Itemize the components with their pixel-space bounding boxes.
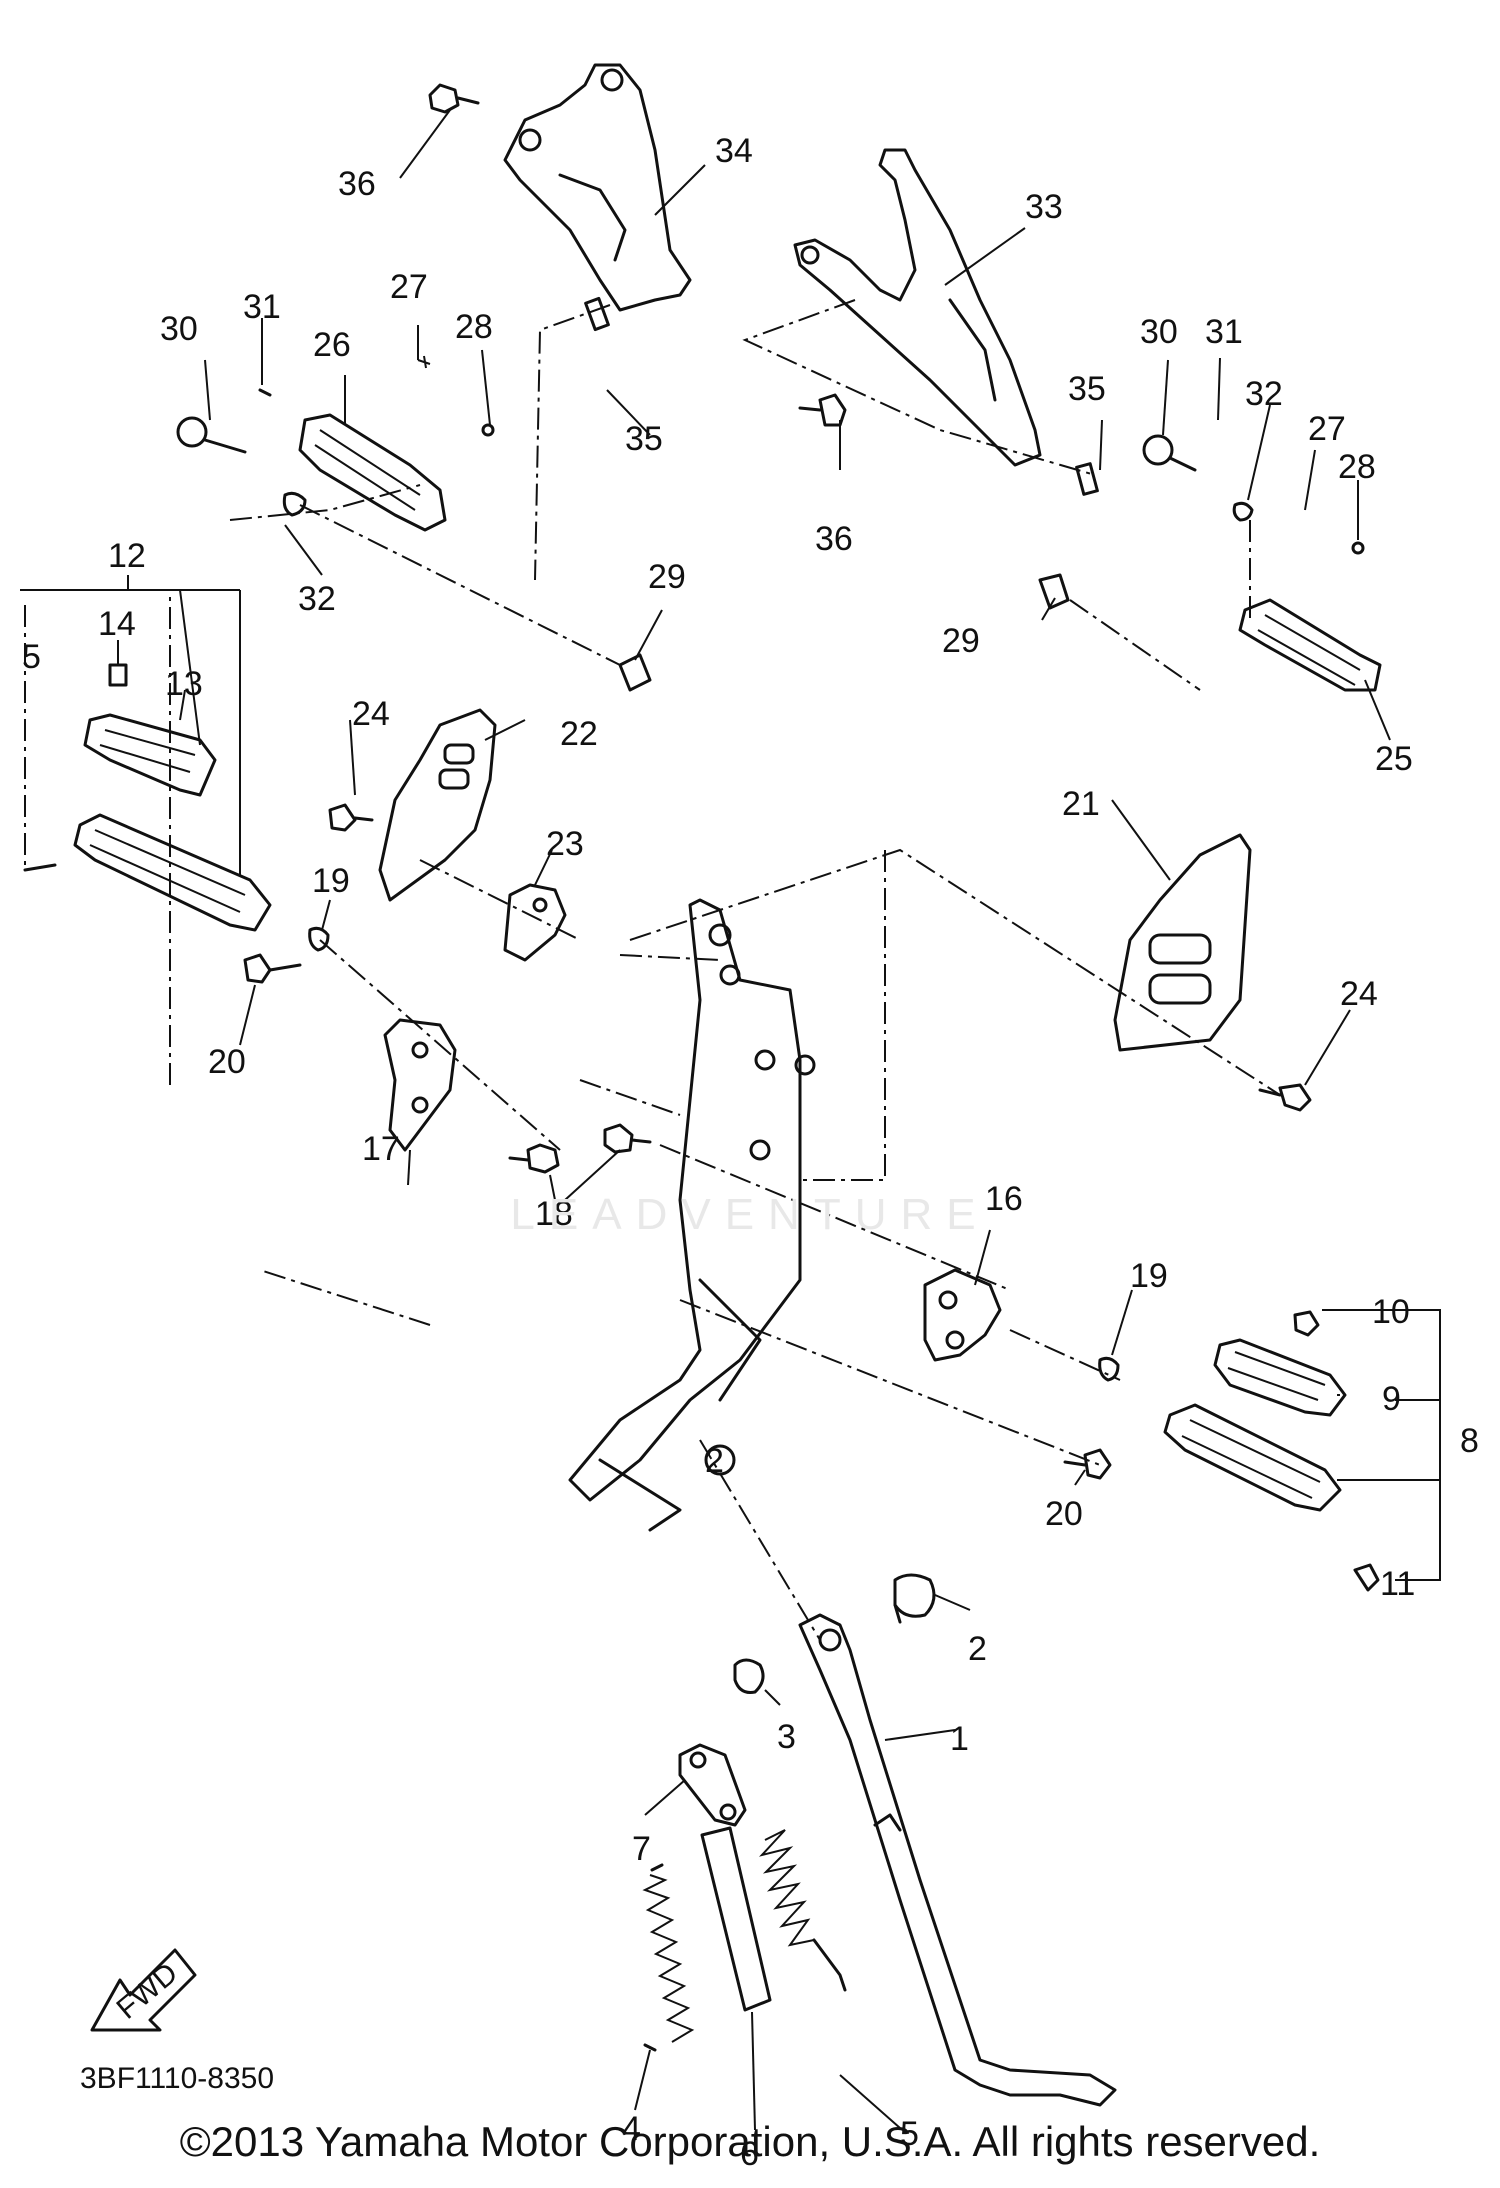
callout-6: 6 (740, 2135, 759, 2173)
callout-30b: 30 (1140, 313, 1178, 351)
bracket-23 (503, 883, 567, 962)
fwd-label: FWD (111, 1957, 185, 2026)
callout-33: 33 (1025, 188, 1063, 226)
callout-21: 21 (1062, 785, 1100, 823)
callout-8: 8 (1460, 1422, 1479, 1460)
callout-27b: 27 (1308, 410, 1346, 448)
callout-28b: 28 (1338, 448, 1376, 486)
callout-2b: 2 (705, 1442, 724, 1480)
bolts-18-20 (243, 926, 1120, 1480)
callout-32: 32 (298, 580, 336, 618)
callout-2: 2 (968, 1630, 987, 1668)
callout-24: 24 (1340, 975, 1378, 1013)
small-parts (642, 1658, 847, 2052)
callout-24b: 24 (352, 695, 390, 733)
callout-20: 20 (1045, 1495, 1083, 1533)
callout-9: 9 (1382, 1380, 1401, 1418)
callout-19b: 19 (312, 862, 350, 900)
callout-25: 25 (1375, 740, 1413, 778)
callout-13: 13 (165, 665, 203, 703)
callout-35: 35 (625, 420, 663, 458)
callout-23: 23 (546, 825, 584, 863)
callout-32b: 32 (1245, 375, 1283, 413)
callout-27: 27 (390, 268, 428, 306)
bracket-34 (503, 63, 692, 332)
footrest-assy-12 (23, 663, 272, 932)
part-code: 3BF1110-8350 (80, 2062, 274, 2095)
callout-30: 30 (160, 310, 198, 348)
callout-36: 36 (338, 165, 376, 203)
fwd-arrow-icon: FWD (90, 1948, 197, 2032)
callout-12: 12 (108, 537, 146, 575)
bolt-36-upper (428, 83, 480, 114)
frame (568, 898, 816, 1532)
callout-17: 17 (362, 1130, 400, 1168)
bracket-16 (923, 1268, 1002, 1362)
callout-labels: 1 2 2 3 4 5 5 6 7 8 9 10 11 12 13 14 16 … (22, 132, 1479, 2173)
callout-16: 16 (985, 1180, 1023, 1218)
callout-29: 29 (648, 558, 686, 596)
callout-7: 7 (632, 1830, 651, 1868)
callout-11: 11 (1380, 1565, 1415, 1603)
callout-35b: 35 (1068, 370, 1106, 408)
callout-31: 31 (243, 288, 281, 326)
callout-36b: 36 (815, 520, 853, 558)
callout-31b: 31 (1205, 313, 1243, 351)
footrest-26 (176, 355, 652, 692)
callout-29b: 29 (942, 622, 980, 660)
bracket-17 (383, 1018, 457, 1152)
copyright-notice: ©2013 Yamaha Motor Corporation, U.S.A. A… (179, 2118, 1321, 2165)
leader-lines (20, 109, 1441, 2131)
bracket-33 (793, 148, 1099, 496)
callout-3: 3 (777, 1718, 796, 1756)
callout-18: 18 (535, 1195, 573, 1233)
footrest-assy-8 (1163, 1310, 1380, 1592)
callout-14: 14 (98, 605, 136, 643)
callout-34: 34 (715, 132, 753, 170)
callout-1: 1 (950, 1720, 969, 1758)
callout-26: 26 (313, 326, 351, 364)
callout-5: 5 (900, 2115, 919, 2153)
callout-20b: 20 (208, 1043, 246, 1081)
callout-19: 19 (1130, 1257, 1168, 1295)
plate-21 (1113, 833, 1312, 1112)
watermark: LEADVENTURE (510, 1190, 990, 1239)
callout-22: 22 (560, 715, 598, 753)
assembly-lines (24, 299, 1281, 1641)
plate-22 (328, 708, 497, 902)
callout-10: 10 (1372, 1293, 1410, 1331)
callout-4: 4 (622, 2110, 641, 2148)
bolt-36-lower (798, 393, 847, 427)
callout-28: 28 (455, 308, 493, 346)
callout-5b: 5 (22, 638, 41, 676)
footrest-25 (1038, 434, 1382, 692)
sidestand-1 (798, 1573, 1117, 2107)
